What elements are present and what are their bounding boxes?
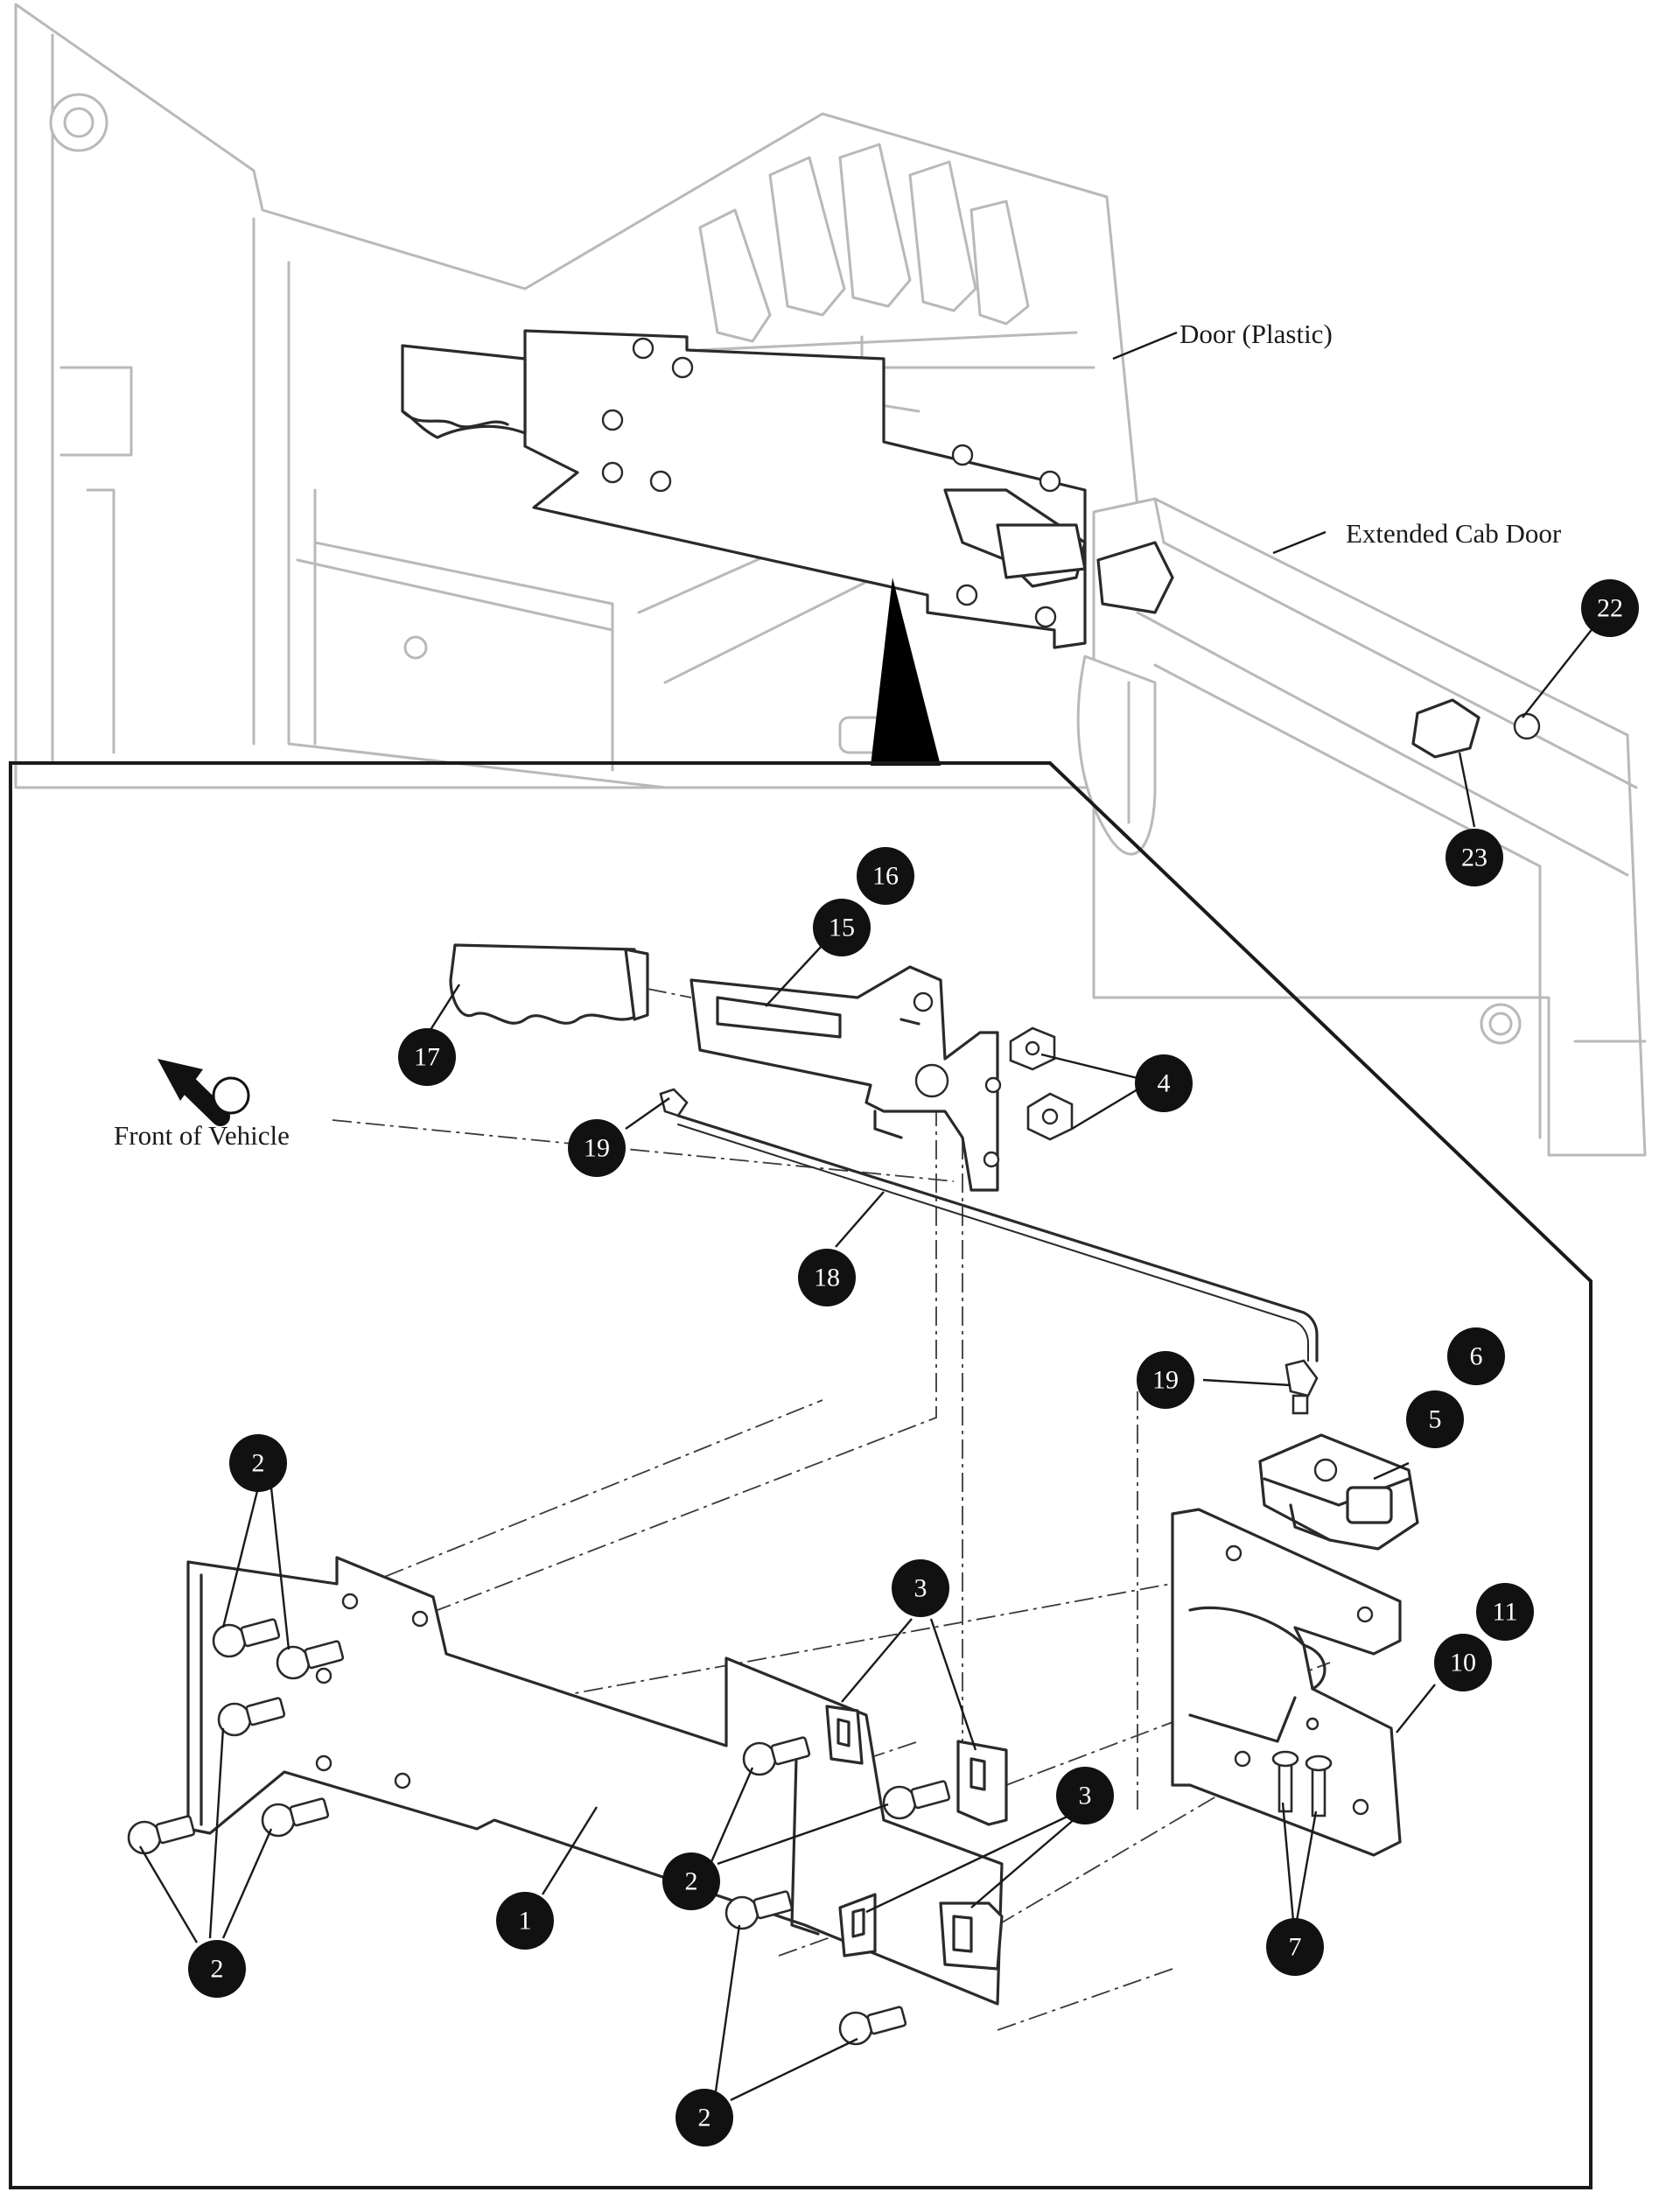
callout-7: 7 xyxy=(1266,1918,1324,1976)
screws xyxy=(127,1618,951,2046)
door-plastic-label: Door (Plastic) xyxy=(1180,319,1333,349)
detail-view-frame xyxy=(9,761,1592,2189)
detail-parts xyxy=(127,943,1419,2046)
svg-text:10: 10 xyxy=(1450,1649,1476,1677)
callout-4: 4 xyxy=(1135,1054,1193,1112)
callout-2-middle: 2 xyxy=(662,1852,720,1910)
callout-23: 23 xyxy=(1446,829,1503,886)
callout-2-bottom: 2 xyxy=(676,2089,733,2146)
svg-text:4: 4 xyxy=(1158,1069,1171,1098)
svg-text:3: 3 xyxy=(914,1574,928,1603)
extended-cab-door-label: Extended Cab Door xyxy=(1346,518,1562,549)
callout-17: 17 xyxy=(398,1028,456,1086)
svg-text:17: 17 xyxy=(414,1043,440,1072)
callout-5: 5 xyxy=(1406,1390,1464,1448)
callout-3-upper: 3 xyxy=(892,1559,949,1617)
front-of-vehicle-arrow-icon xyxy=(158,1059,250,1126)
svg-text:2: 2 xyxy=(211,1955,224,1984)
callout-18: 18 xyxy=(798,1249,856,1306)
svg-text:19: 19 xyxy=(1152,1366,1179,1395)
svg-text:11: 11 xyxy=(1493,1598,1518,1627)
callout-16: 16 xyxy=(857,847,914,905)
callout-10: 10 xyxy=(1434,1634,1492,1691)
svg-text:23: 23 xyxy=(1461,844,1488,872)
svg-text:2: 2 xyxy=(698,2104,711,2132)
installed-latch-plate xyxy=(401,329,1541,759)
callout-2-lower-left: 2 xyxy=(188,1940,246,1998)
callout-19-upper: 19 xyxy=(568,1119,626,1177)
detail-pointer xyxy=(871,578,941,766)
svg-text:2: 2 xyxy=(252,1449,265,1478)
svg-text:7: 7 xyxy=(1289,1933,1302,1962)
svg-text:22: 22 xyxy=(1597,594,1623,623)
callout-22: 22 xyxy=(1581,579,1639,637)
svg-text:18: 18 xyxy=(814,1264,840,1292)
callout-15: 15 xyxy=(813,899,871,956)
svg-text:1: 1 xyxy=(519,1907,532,1936)
callout-1: 1 xyxy=(496,1892,554,1950)
front-of-vehicle-label: Front of Vehicle xyxy=(114,1120,290,1151)
svg-text:15: 15 xyxy=(829,914,855,942)
door-background xyxy=(14,3,1647,1157)
leader-lines xyxy=(138,331,1598,2102)
callout-2-upper-left: 2 xyxy=(229,1434,287,1492)
svg-text:5: 5 xyxy=(1429,1405,1442,1434)
callout-19-lower: 19 xyxy=(1137,1351,1194,1409)
callout-3-lower: 3 xyxy=(1056,1767,1114,1824)
svg-text:19: 19 xyxy=(584,1134,610,1163)
svg-text:2: 2 xyxy=(685,1867,698,1896)
callout-11: 11 xyxy=(1476,1583,1534,1641)
svg-text:16: 16 xyxy=(872,862,899,891)
svg-text:3: 3 xyxy=(1079,1782,1092,1810)
callout-6: 6 xyxy=(1447,1327,1505,1385)
svg-text:6: 6 xyxy=(1470,1342,1483,1371)
